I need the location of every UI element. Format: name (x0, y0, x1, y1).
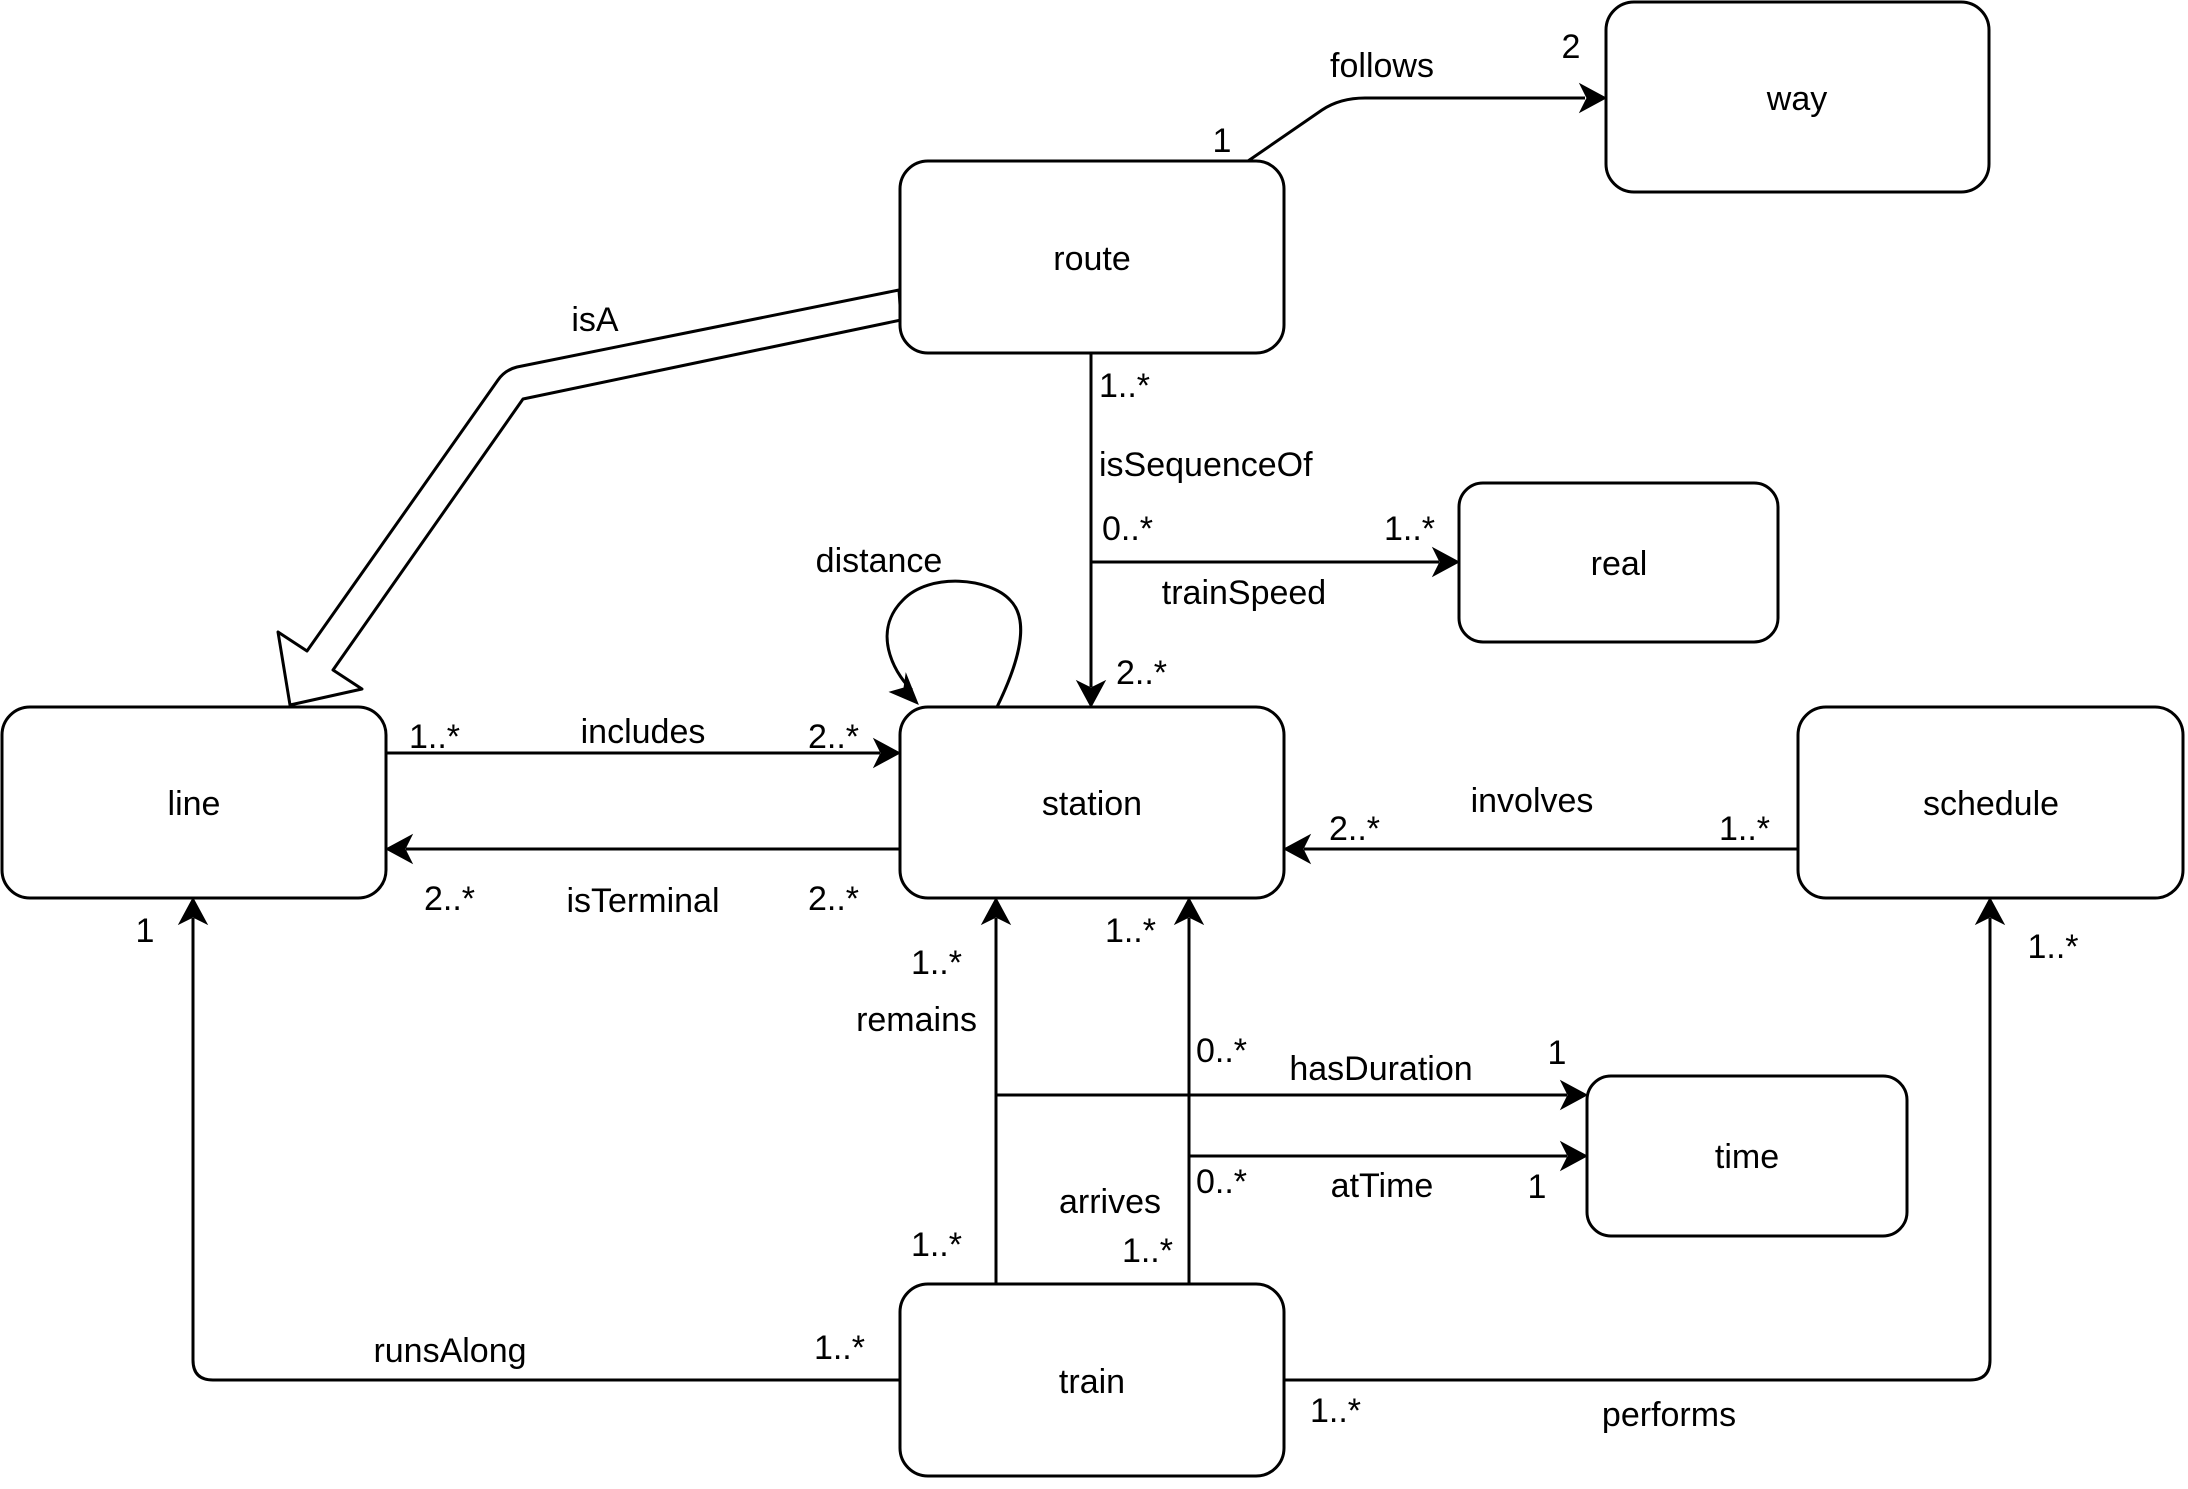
node-train[interactable]: train (898, 1282, 1286, 1478)
edge-label-follows: follows (1330, 47, 1434, 85)
node-label-line: line (168, 785, 221, 823)
mult-arrives-source: 1..* (1122, 1232, 1173, 1270)
mult-hasDuration-source: 0..* (1196, 1032, 1247, 1070)
edge-label-hasDuration: hasDuration (1289, 1050, 1472, 1088)
mult-follows-target: 2 (1562, 28, 1581, 66)
mult-remains-target: 1..* (911, 944, 962, 982)
mult-performs-target: 1..* (2027, 928, 2078, 966)
mult-arrives-target: 1..* (1105, 912, 1156, 950)
edge-label-remains: remains (856, 1001, 977, 1039)
arrowhead (1559, 1079, 1589, 1111)
node-label-schedule: schedule (1923, 785, 2059, 823)
mult-runsAlong-source: 1..* (814, 1329, 865, 1367)
mult-isTerminal-target: 2..* (424, 880, 475, 918)
arrowhead (177, 896, 209, 926)
edge-label-arrives: arrives (1059, 1183, 1161, 1221)
mult-atTime-target: 1 (1528, 1168, 1547, 1206)
mult-includes-target: 2..* (808, 718, 859, 756)
node-route[interactable]: route (898, 159, 1286, 355)
mult-includes-source: 1..* (409, 718, 460, 756)
node-schedule[interactable]: schedule (1796, 705, 2185, 900)
edge-distance[interactable] (885, 579, 1023, 708)
arrowhead (384, 833, 414, 865)
mult-isSequenceOf-target: 2..* (1116, 654, 1167, 692)
mult-follows-source: 1 (1213, 122, 1232, 160)
edge-isTerminal[interactable] (384, 833, 900, 865)
arrowhead (1974, 896, 2006, 926)
arrowhead (872, 737, 902, 769)
edge-label-performs: performs (1602, 1396, 1736, 1434)
node-label-route: route (1053, 240, 1131, 278)
edge-atTime[interactable] (1189, 1140, 1589, 1172)
edge-involves[interactable] (1282, 833, 1798, 865)
edge-label-isTerminal: isTerminal (566, 882, 719, 920)
edge-arrives[interactable] (1173, 896, 1205, 1284)
node-line[interactable]: line (0, 705, 388, 900)
edge-label-involves: involves (1471, 782, 1594, 820)
mult-involves-target: 2..* (1329, 810, 1380, 848)
edge-label-runsAlong: runsAlong (373, 1332, 526, 1370)
mult-performs-source: 1..* (1310, 1392, 1361, 1430)
edge-runsAlong[interactable] (177, 896, 900, 1382)
mult-isTerminal-source: 2..* (808, 880, 859, 918)
node-station[interactable]: station (898, 705, 1286, 900)
node-label-real: real (1591, 545, 1648, 583)
edge-remains[interactable] (980, 896, 1012, 1284)
edge-performs[interactable] (1284, 896, 2006, 1382)
edge-includes[interactable] (386, 737, 902, 769)
mult-atTime-source: 0..* (1196, 1163, 1247, 1201)
node-time[interactable]: time (1585, 1074, 1909, 1238)
arrowhead (1559, 1140, 1589, 1172)
node-label-time: time (1715, 1138, 1779, 1176)
edge-hasDuration[interactable] (996, 1079, 1589, 1111)
node-label-train: train (1059, 1363, 1125, 1401)
mult-isSequenceOf-source: 1..* (1099, 367, 1150, 405)
node-way[interactable]: way (1604, 0, 1991, 194)
edge-follows[interactable] (1247, 82, 1608, 163)
edge-label-trainSpeed: trainSpeed (1162, 574, 1326, 612)
node-label-way: way (1766, 80, 1827, 118)
arrowhead (1431, 546, 1461, 578)
edge-label-isA: isA (571, 301, 619, 339)
mult-trainSpeed-target: 1..* (1384, 510, 1435, 548)
arrowhead (888, 672, 919, 705)
mult-remains-source: 1..* (911, 1226, 962, 1264)
edge-label-includes: includes (581, 713, 706, 751)
node-label-station: station (1042, 785, 1142, 823)
edge-label-distance: distance (816, 542, 943, 580)
edge-label-atTime: atTime (1331, 1167, 1434, 1205)
arrowhead (1578, 82, 1608, 114)
edge-isA[interactable] (276, 288, 903, 707)
arrowhead (1282, 833, 1312, 865)
mult-trainSpeed-source: 0..* (1102, 510, 1153, 548)
arrowhead (1173, 896, 1205, 926)
mult-runsAlong-target: 1 (136, 912, 155, 950)
edge-trainSpeed[interactable] (1091, 546, 1461, 578)
edge-isSequenceOf[interactable] (1075, 353, 1107, 709)
node-real[interactable]: real (1457, 481, 1780, 644)
arrowhead (1075, 679, 1107, 709)
arrowhead (980, 896, 1012, 926)
edge-label-isSequenceOf: isSequenceOf (1099, 446, 1313, 484)
mult-involves-source: 1..* (1719, 810, 1770, 848)
mult-hasDuration-target: 1 (1548, 1034, 1567, 1072)
